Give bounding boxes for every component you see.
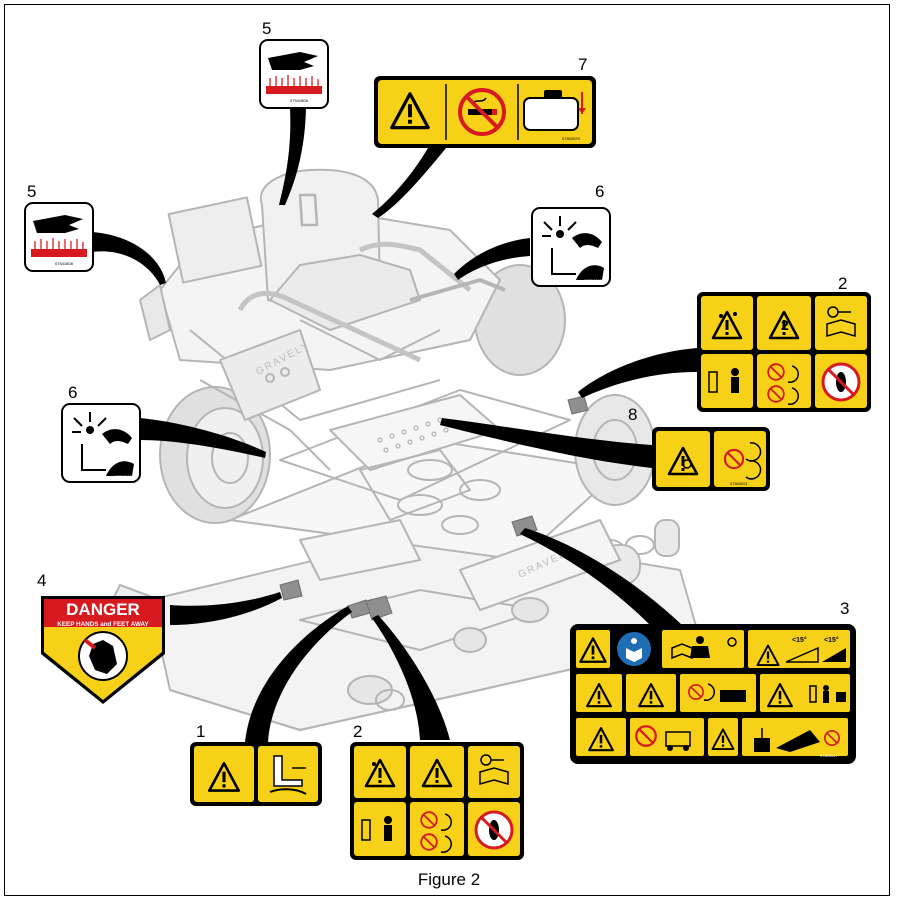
danger-subheader: KEEP HANDS and FEET AWAY xyxy=(57,621,149,628)
slope-limit-2: <15° xyxy=(824,636,839,644)
svg-text:07800023: 07800023 xyxy=(562,136,581,141)
callout-number-1: 1 xyxy=(196,722,205,741)
label-hot-surface-left: 07541808 xyxy=(25,203,93,271)
slope-limit-1: <15° xyxy=(792,636,807,644)
callout-number-6-right: 6 xyxy=(595,182,604,201)
label-deck-warning-bottom xyxy=(350,742,524,860)
svg-text:2: 2 xyxy=(781,317,789,333)
svg-text:07800021: 07800021 xyxy=(730,481,749,486)
callout-number-2-right: 2 xyxy=(838,274,847,293)
callout-number-5-top: 5 xyxy=(262,19,271,38)
svg-text:07541808: 07541808 xyxy=(290,98,309,103)
figure-caption: Figure 2 xyxy=(0,870,898,890)
callout-number-5-left: 5 xyxy=(27,182,36,201)
label-thrown-object-foot xyxy=(190,742,322,806)
svg-text:07758000: 07758000 xyxy=(584,278,603,283)
label-entanglement-left: 07758000 xyxy=(62,404,140,482)
callout-number-3: 3 xyxy=(840,599,849,618)
danger-header: DANGER xyxy=(66,600,140,619)
label-hot-surface-top: 07541808 xyxy=(260,40,328,108)
svg-text:07800027: 07800027 xyxy=(820,753,839,758)
foot-hazard-icon xyxy=(823,364,859,400)
label-belt-guard: 07800021 xyxy=(652,427,770,491)
foot-hazard-icon xyxy=(476,812,512,848)
label-operator-warning: <15° <15° xyxy=(570,624,856,764)
callout-number-6-left: 6 xyxy=(68,383,77,402)
label-entanglement-right: 07758000 xyxy=(532,208,610,286)
callout-number-8: 8 xyxy=(628,405,637,424)
callout-number-7: 7 xyxy=(578,55,587,74)
label-deck-warning-right: 2 xyxy=(697,292,871,412)
label-danger-keep-away: DANGER KEEP HANDS and FEET AWAY xyxy=(41,596,165,704)
label-fuel-warning: 07800023 xyxy=(374,76,596,148)
svg-text:07541808: 07541808 xyxy=(55,261,74,266)
callout-number-4: 4 xyxy=(37,571,46,590)
callout-number-2-bottom: 2 xyxy=(353,722,362,741)
svg-text:07758000: 07758000 xyxy=(114,474,133,479)
